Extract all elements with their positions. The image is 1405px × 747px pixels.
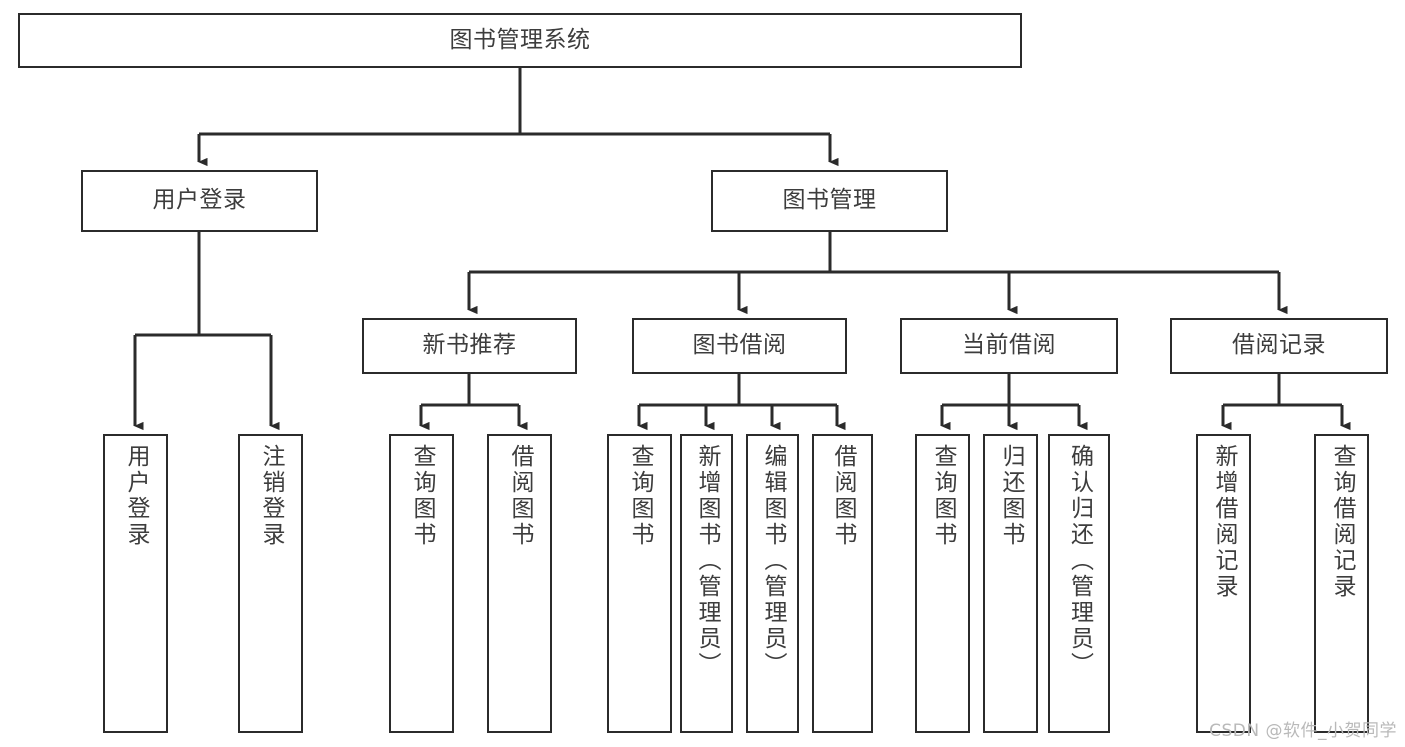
leaf-return-book-label: 归还图书 [998, 444, 1024, 548]
leaf-query-book-current-label: 查询图书 [930, 444, 956, 548]
leaf-add-book-admin[interactable]: 新增图书（管理员） [680, 434, 733, 733]
leaf-logout[interactable]: 注销登录 [238, 434, 303, 733]
leaf-borrow-book-label: 借阅图书 [830, 444, 856, 548]
node-user-login[interactable]: 用户登录 [81, 170, 318, 232]
node-current-borrow-label: 当前借阅 [962, 332, 1056, 359]
leaf-logout-label: 注销登录 [258, 444, 284, 548]
leaf-query-book-label: 查询图书 [627, 444, 653, 548]
node-book-borrow[interactable]: 图书借阅 [632, 318, 847, 374]
node-new-book-recommend-label: 新书推荐 [422, 332, 517, 359]
node-new-book-recommend[interactable]: 新书推荐 [362, 318, 577, 374]
leaf-add-borrow-record[interactable]: 新增借阅记录 [1196, 434, 1251, 733]
leaf-add-borrow-record-label: 新增借阅记录 [1211, 444, 1237, 600]
leaf-edit-book-admin-label: 编辑图书（管理员） [760, 444, 786, 678]
leaf-query-book-current[interactable]: 查询图书 [915, 434, 970, 733]
leaf-edit-book-admin[interactable]: 编辑图书（管理员） [746, 434, 799, 733]
node-book-management[interactable]: 图书管理 [711, 170, 948, 232]
leaf-query-book[interactable]: 查询图书 [607, 434, 672, 733]
leaf-add-book-admin-label: 新增图书（管理员） [694, 444, 720, 678]
node-book-borrow-label: 图书借阅 [692, 332, 787, 359]
leaf-borrow-book[interactable]: 借阅图书 [812, 434, 873, 733]
leaf-user-login[interactable]: 用户登录 [103, 434, 168, 733]
node-root[interactable]: 图书管理系统 [18, 13, 1022, 68]
leaf-query-borrow-record[interactable]: 查询借阅记录 [1314, 434, 1369, 733]
node-root-label: 图书管理系统 [449, 26, 591, 53]
leaf-confirm-return-admin-label: 确认归还（管理员） [1066, 444, 1093, 678]
leaf-query-book-new[interactable]: 查询图书 [389, 434, 454, 733]
leaf-query-book-new-label: 查询图书 [409, 444, 435, 548]
leaf-borrow-book-new[interactable]: 借阅图书 [487, 434, 552, 733]
leaf-user-login-label: 用户登录 [123, 444, 149, 548]
leaf-confirm-return-admin[interactable]: 确认归还（管理员） [1048, 434, 1110, 733]
node-borrow-record-label: 借阅记录 [1232, 332, 1326, 359]
node-book-management-label: 图书管理 [782, 187, 877, 214]
leaf-return-book[interactable]: 归还图书 [983, 434, 1038, 733]
node-borrow-record[interactable]: 借阅记录 [1170, 318, 1388, 374]
node-current-borrow[interactable]: 当前借阅 [900, 318, 1118, 374]
leaf-borrow-book-new-label: 借阅图书 [507, 444, 533, 548]
node-user-login-label: 用户登录 [152, 187, 247, 214]
leaf-query-borrow-record-label: 查询借阅记录 [1329, 444, 1355, 600]
